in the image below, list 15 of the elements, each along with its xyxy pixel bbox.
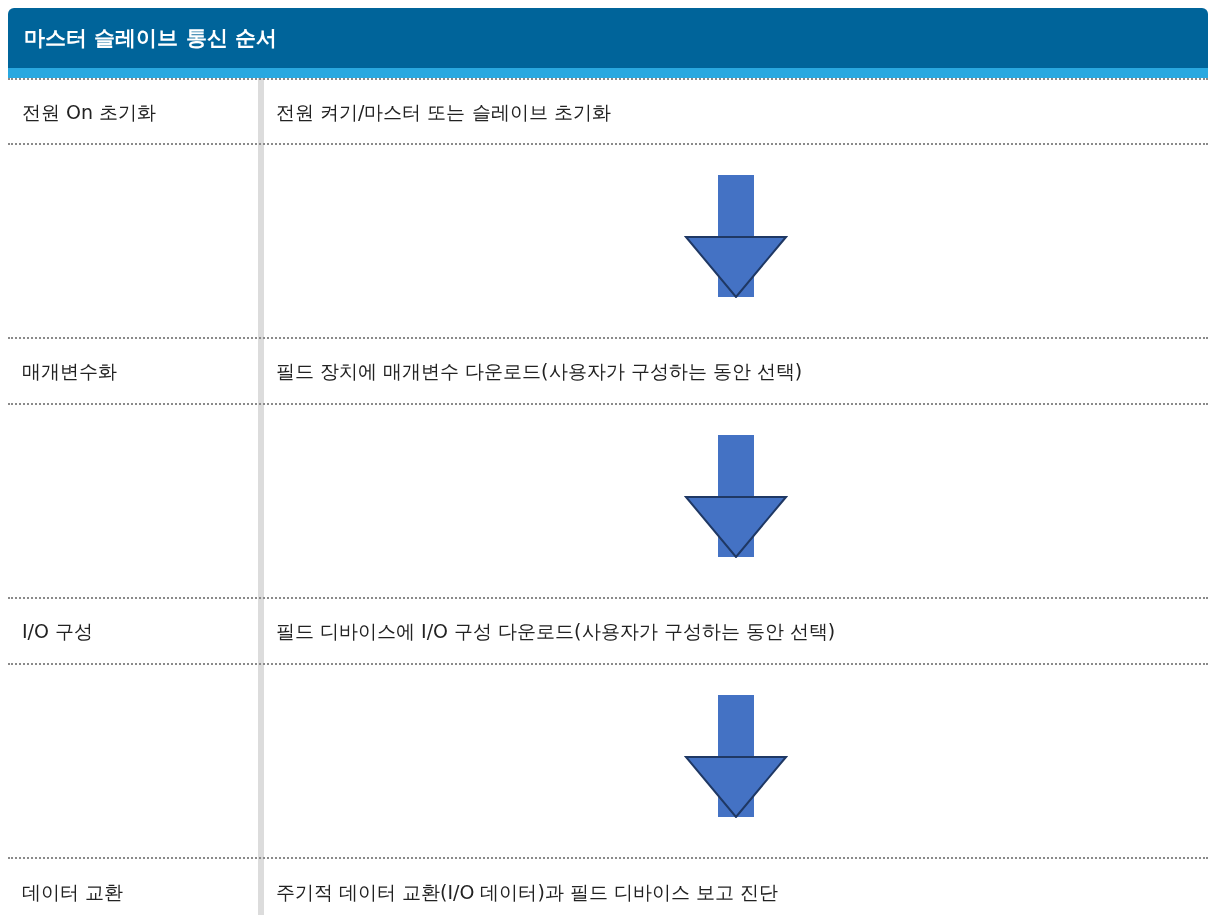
- down-arrow: [685, 695, 787, 818]
- step-description: 전원 켜기/마스터 또는 슬레이브 초기화: [276, 99, 611, 125]
- step-description: 필드 디바이스에 I/O 구성 다운로드(사용자가 구성하는 동안 선택): [276, 619, 836, 644]
- step-name: I/O 구성: [22, 619, 93, 644]
- step-description: 필드 장치에 매개변수 다운로드(사용자가 구성하는 동안 선택): [276, 359, 803, 384]
- down-arrow: [685, 435, 787, 558]
- table-row: [8, 337, 1208, 405]
- step-name: 전원 On 초기화: [22, 99, 157, 125]
- step-name: 매개변수화: [22, 359, 117, 384]
- step-name: 데이터 교환: [22, 880, 124, 905]
- table-row: [8, 78, 1208, 145]
- table-row: [8, 597, 1208, 665]
- down-arrow: [685, 175, 787, 298]
- title: 마스터 슬레이브 통신 순서: [24, 25, 277, 52]
- step-description: 주기적 데이터 교환(I/O 데이터)과 필드 디바이스 보고 진단: [276, 880, 779, 905]
